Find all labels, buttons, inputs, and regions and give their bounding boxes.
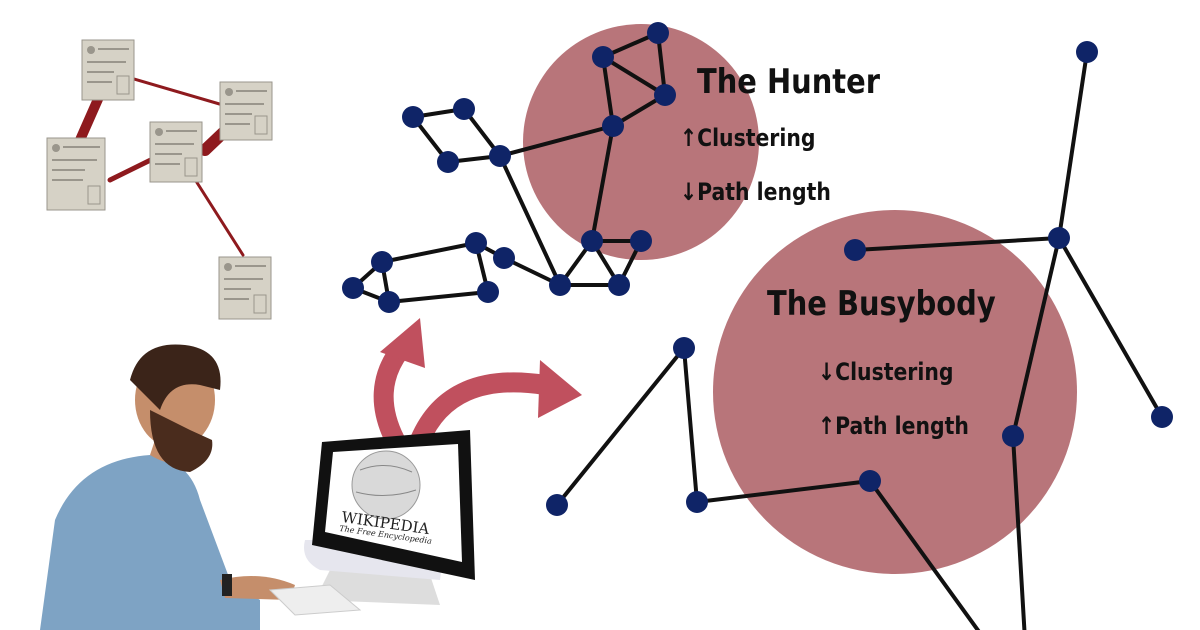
- network-node: [453, 98, 475, 120]
- person-illustration: [40, 344, 362, 630]
- network-node: [602, 115, 624, 137]
- network-node: [844, 239, 866, 261]
- hunter-circle: [523, 24, 759, 260]
- arrow-up-icon: ↑: [680, 124, 698, 152]
- network-node: [1076, 41, 1098, 63]
- document-network: [46, 39, 273, 320]
- network-node: [546, 494, 568, 516]
- globe-icon: [351, 450, 421, 520]
- document-icon: [149, 121, 203, 183]
- network-node: [1151, 406, 1173, 428]
- network-edge: [1011, 434, 1027, 630]
- network-node: [477, 281, 499, 303]
- metric-label: Clustering: [835, 358, 954, 386]
- document-icon: [219, 81, 273, 141]
- network-edge: [387, 290, 490, 304]
- network-edge: [380, 241, 478, 264]
- network-edge: [682, 346, 699, 504]
- network-node: [549, 274, 571, 296]
- network-edge: [1057, 50, 1089, 240]
- hunter-title: The Hunter: [697, 62, 880, 102]
- arrow-down-icon: ↓: [680, 178, 698, 206]
- busybody-title: The Busybody: [767, 284, 996, 324]
- network-node: [1002, 425, 1024, 447]
- network-edge: [868, 479, 981, 630]
- network-node: [489, 145, 511, 167]
- network-node: [581, 230, 603, 252]
- network-node: [686, 491, 708, 513]
- arrow-head-right: [538, 360, 582, 418]
- network-node: [371, 251, 393, 273]
- network-node: [654, 84, 676, 106]
- network-node: [647, 22, 669, 44]
- arrow-head-up: [380, 318, 425, 368]
- network-node: [673, 337, 695, 359]
- network-node: [378, 291, 400, 313]
- network-node: [437, 151, 459, 173]
- network-edge: [1057, 236, 1164, 419]
- network-node: [859, 470, 881, 492]
- metric-label: Path length: [697, 178, 831, 206]
- network-node: [342, 277, 364, 299]
- network-node: [630, 230, 652, 252]
- document-icon: [218, 256, 272, 320]
- network-edge: [853, 236, 1061, 252]
- busybody-circle: [713, 210, 1077, 574]
- network-node: [402, 106, 424, 128]
- network-edge: [695, 479, 872, 504]
- network-edge: [498, 154, 562, 287]
- metric-label: Clustering: [697, 124, 816, 152]
- hunter-clustering: ↑Clustering: [680, 124, 815, 152]
- monitor: [304, 430, 475, 605]
- arrow-down-icon: ↓: [818, 358, 836, 386]
- network-node: [1048, 227, 1070, 249]
- network-node: [608, 274, 630, 296]
- network-node: [465, 232, 487, 254]
- network-edge: [601, 55, 615, 128]
- busybody-path-length: ↑Path length: [818, 412, 969, 440]
- network-edge: [555, 346, 686, 507]
- network-edge: [1011, 236, 1061, 438]
- document-icon: [46, 137, 106, 211]
- hunter-path-length: ↓Path length: [680, 178, 831, 206]
- busybody-clustering: ↓Clustering: [818, 358, 953, 386]
- network-edge: [590, 124, 615, 243]
- metric-label: Path length: [835, 412, 969, 440]
- network-node: [592, 46, 614, 68]
- document-icon: [81, 39, 135, 101]
- network-node: [493, 247, 515, 269]
- arrow-up-icon: ↑: [818, 412, 836, 440]
- network-edge: [601, 55, 667, 97]
- network-edge: [498, 124, 615, 158]
- arrow-icon: [373, 344, 547, 445]
